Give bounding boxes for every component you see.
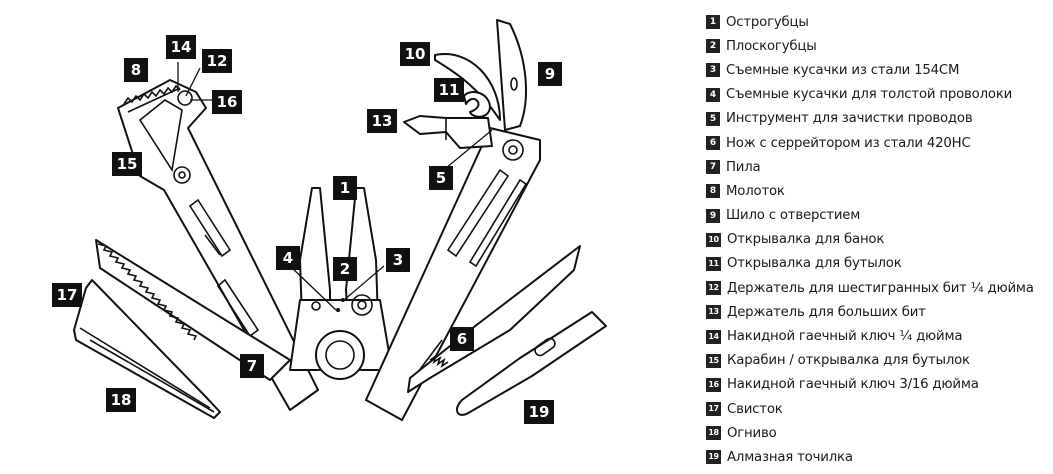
callout-18: 18 (106, 388, 136, 412)
bit-holder (403, 115, 493, 149)
multitool-diagram: 1 2 3 4 5 6 7 8 9 10 11 12 13 14 15 16 1… (52, 19, 607, 424)
callout-4: 4 (276, 246, 300, 270)
legend-number-badge: 9 (706, 208, 720, 223)
legend-number-badge: 1 (706, 15, 720, 30)
legend-label: Съемные кусачки из стали 154CM (726, 62, 960, 78)
diamond-file (455, 311, 607, 416)
callout-17: 17 (52, 283, 82, 307)
legend-number-badge: 10 (706, 232, 721, 247)
leader-12 (185, 67, 201, 97)
legend-item: 10 Открывалка для банок (706, 228, 1051, 252)
legend-label: Инструмент для зачистки проводов (726, 111, 973, 127)
legend-number-badge: 18 (706, 426, 721, 441)
callout-7: 7 (240, 354, 264, 378)
callout-10: 10 (400, 42, 430, 66)
whistle-ferro-rod (73, 279, 221, 419)
legend-number-badge: 5 (706, 111, 720, 126)
pliers (289, 187, 393, 380)
leader-3 (343, 265, 385, 301)
legend-number-badge: 3 (706, 63, 720, 78)
legend-label: Держатель для шестигранных бит ¼ дюйма (727, 280, 1034, 296)
callout-19: 19 (524, 400, 554, 424)
can-opener (434, 53, 501, 121)
legend-number-badge: 16 (706, 377, 721, 392)
legend-item: 14 Накидной гаечный ключ ¼ дюйма (706, 324, 1051, 348)
callout-8: 8 (124, 58, 148, 82)
callout-16: 16 (212, 90, 242, 114)
callout-11: 11 (434, 78, 464, 102)
legend-item: 18 Огниво (706, 421, 1051, 445)
legend-label: Нож с серрейтором из стали 420HC (726, 135, 971, 151)
legend-item: 2 Плоскогубцы (706, 34, 1051, 58)
legend-item: 12 Держатель для шестигранных бит ¼ дюйма (706, 276, 1051, 300)
leader-5 (445, 129, 493, 169)
legend-label: Карабин / открывалка для бутылок (727, 353, 970, 369)
legend-item: 19 Алмазная точилка (706, 445, 1051, 469)
legend-item: 7 Пила (706, 155, 1051, 179)
legend-item: 1 Острогубцы (706, 10, 1051, 34)
legend-label: Открывалка для бутылок (727, 256, 902, 272)
legend-label: Шило с отверстием (726, 208, 861, 224)
legend-item: 17 Свисток (706, 397, 1051, 421)
legend-number-badge: 8 (706, 184, 720, 199)
callout-14: 14 (166, 35, 196, 59)
legend-number-badge: 6 (706, 136, 720, 151)
legend-item: 15 Карабин / открывалка для бутылок (706, 349, 1051, 373)
legend-number-badge: 13 (706, 305, 721, 320)
legend-number-badge: 19 (706, 450, 721, 465)
legend-item: 13 Держатель для больших бит (706, 300, 1051, 324)
legend-number-badge: 14 (706, 329, 721, 344)
callout-13: 13 (367, 109, 397, 133)
legend-item: 8 Молоток (706, 179, 1051, 203)
legend-item: 11 Открывалка для бутылок (706, 252, 1051, 276)
legend-label: Открывалка для банок (727, 232, 885, 248)
legend-item: 4 Съемные кусачки для толстой проволоки (706, 83, 1051, 107)
legend-label: Огниво (727, 425, 777, 441)
legend-label: Съемные кусачки для толстой проволоки (726, 87, 1013, 103)
legend-number-badge: 17 (706, 402, 721, 417)
legend-item: 9 Шило с отверстием (706, 204, 1051, 228)
multitool-illustration (73, 19, 607, 421)
callout-12: 12 (202, 49, 232, 73)
callout-1: 1 (333, 176, 357, 200)
legend-label: Молоток (726, 183, 785, 199)
legend-label: Пила (726, 159, 761, 175)
callout-3: 3 (386, 248, 410, 272)
legend-number-badge: 7 (706, 160, 720, 175)
leader-4 (289, 265, 337, 311)
legend-number-badge: 11 (706, 256, 721, 271)
callout-15: 15 (112, 152, 142, 176)
right-handle (365, 127, 541, 421)
legend-item: 16 Накидной гаечный ключ 3/16 дюйма (706, 373, 1051, 397)
callout-6: 6 (450, 327, 474, 351)
legend-label: Плоскогубцы (726, 38, 817, 54)
bottle-opener (463, 91, 491, 118)
left-handle (117, 79, 319, 411)
legend-item: 5 Инструмент для зачистки проводов (706, 107, 1051, 131)
callout-9: 9 (538, 62, 562, 86)
legend-label: Алмазная точилка (727, 449, 853, 465)
legend-label: Накидной гаечный ключ ¼ дюйма (727, 329, 963, 345)
callout-5: 5 (429, 166, 453, 190)
legend-number-badge: 4 (706, 87, 720, 102)
legend-label: Держатель для больших бит (727, 304, 926, 320)
legend-number-badge: 2 (706, 39, 720, 54)
saw-blade (95, 239, 291, 381)
legend-number-badge: 12 (706, 281, 721, 296)
legend-item: 3 Съемные кусачки из стали 154CM (706, 58, 1051, 82)
legend-number-badge: 15 (706, 353, 721, 368)
legend-label: Свисток (727, 401, 783, 417)
legend-item: 6 Нож с серрейтором из стали 420HC (706, 131, 1051, 155)
awl (496, 19, 527, 131)
legend-label: Накидной гаечный ключ 3/16 дюйма (727, 377, 979, 393)
callout-2: 2 (333, 257, 357, 281)
legend-label: Острогубцы (726, 14, 809, 30)
